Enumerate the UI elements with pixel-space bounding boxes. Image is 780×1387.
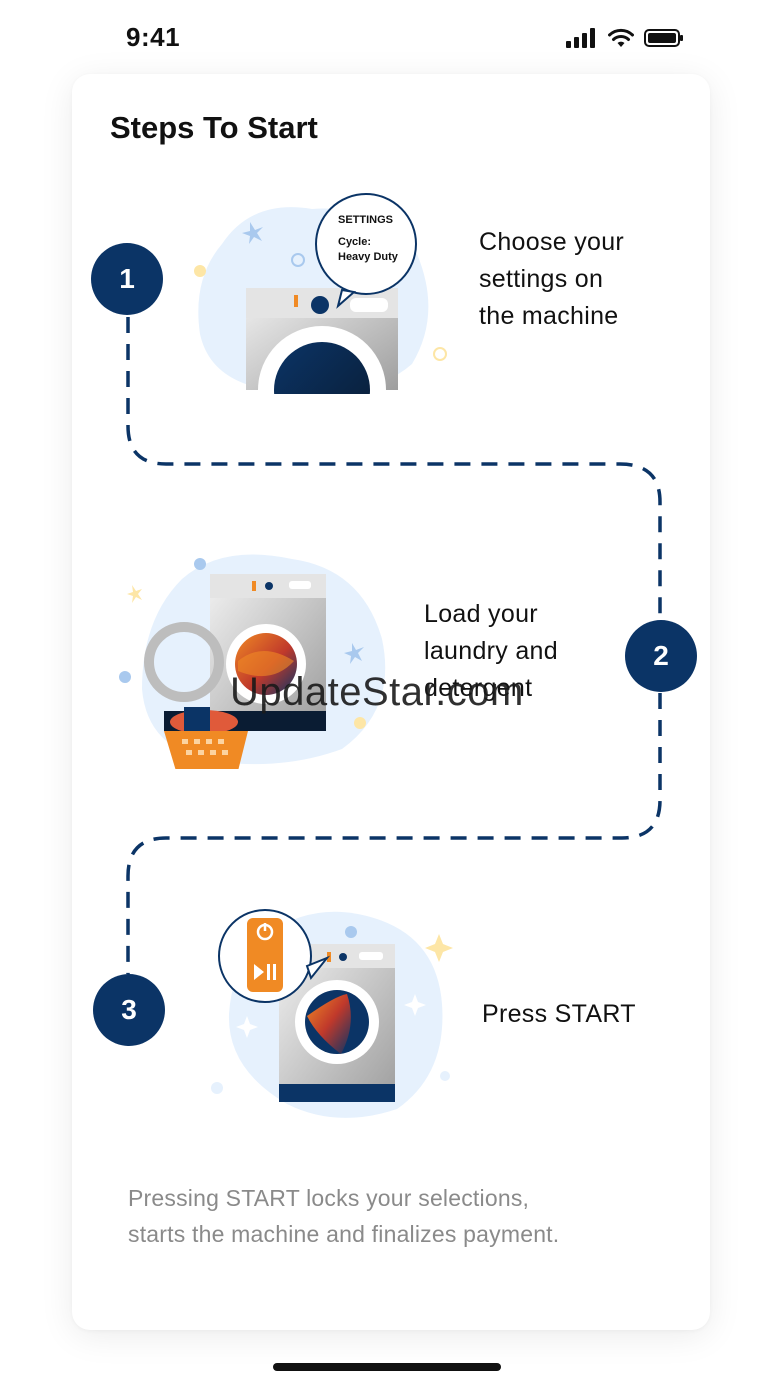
status-time: 9:41: [126, 22, 181, 52]
wifi-icon: [608, 28, 634, 47]
bubble-heading: SETTINGS: [338, 214, 393, 226]
footer-line-2: starts the machine and finalizes payment…: [128, 1221, 560, 1247]
status-bar: 9:41: [0, 0, 780, 76]
step-2-badge: 2: [625, 620, 697, 692]
step-3-line-1: Press START: [482, 1000, 636, 1028]
washer-laundry-illustration: [119, 554, 386, 769]
status-icons: [566, 28, 684, 48]
step-1-line-2: settings on: [479, 265, 604, 293]
steps-card: Steps To Start 1 Choose your settings on…: [72, 74, 710, 1330]
washer-settings-illustration: SETTINGS Cycle: Heavy Duty: [194, 193, 447, 394]
step-3-badge: 3: [93, 974, 165, 1046]
step-2-line-1: Load your: [424, 600, 538, 628]
steps-path: [126, 317, 662, 974]
page-title: Steps To Start: [110, 110, 318, 145]
step-2-text: Load your laundry and detergent: [424, 596, 558, 707]
step-2-line-2: laundry and: [424, 637, 558, 665]
washer-start-illustration: [211, 909, 453, 1118]
battery-icon: [644, 29, 683, 47]
footer-note: Pressing START locks your selections, st…: [128, 1180, 688, 1252]
bubble-line-1: Cycle:: [338, 236, 371, 248]
step-1-line-3: the machine: [479, 302, 619, 330]
step-1-line-1: Choose your: [479, 228, 625, 256]
watermark-text: UpdateStar.com: [230, 670, 524, 714]
step-2-line-3: detergent: [424, 674, 533, 702]
step-3-text: Press START: [482, 996, 636, 1033]
footer-line-1: Pressing START locks your selections,: [128, 1185, 530, 1211]
bubble-line-2: Heavy Duty: [338, 251, 399, 263]
cellular-signal-icon: [566, 28, 595, 48]
step-1-text: Choose your settings on the machine: [479, 224, 624, 335]
home-indicator[interactable]: [273, 1363, 501, 1371]
step-1-badge: 1: [91, 243, 163, 315]
